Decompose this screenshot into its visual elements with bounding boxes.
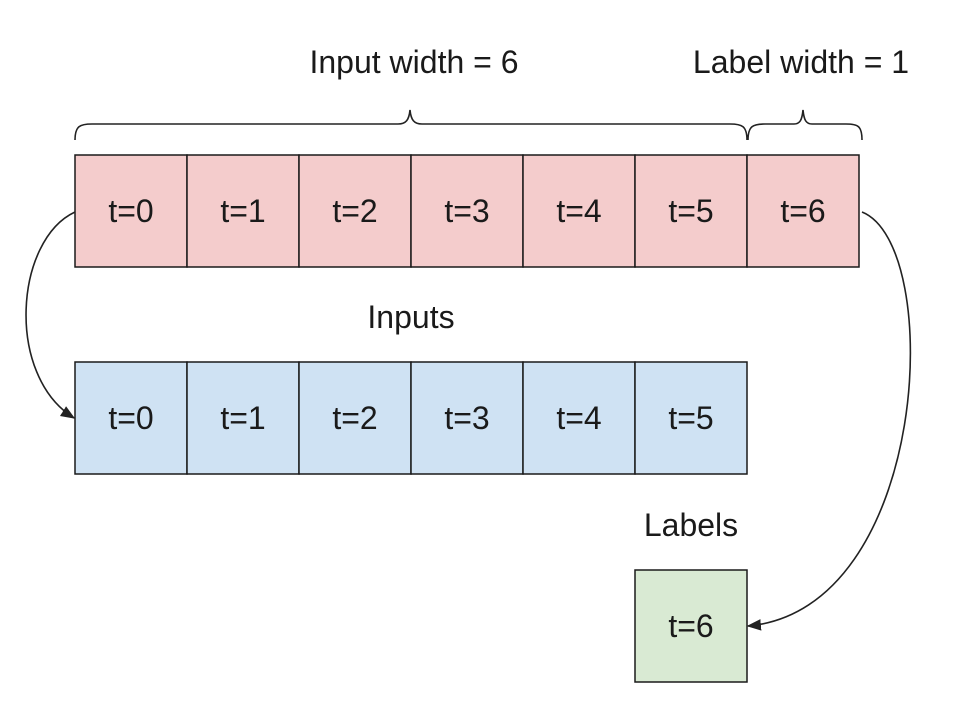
labels-label: Labels: [644, 507, 738, 543]
full-window-row: t=0 t=1 t=2 t=3 t=4 t=5 t=6: [74, 154, 860, 268]
input-cell-text-2: t=2: [332, 400, 377, 436]
input-cell-text-3: t=3: [444, 400, 489, 436]
input-cell-1: [186, 361, 300, 475]
window-cell-4: [522, 154, 636, 268]
window-cell-text-0: t=0: [108, 193, 153, 229]
window-cell-5: [634, 154, 748, 268]
input-cell-2: [298, 361, 412, 475]
input-cell-text-1: t=1: [220, 400, 265, 436]
inputs-label: Inputs: [367, 299, 454, 335]
input-cell-text-4: t=4: [556, 400, 601, 436]
window-cell-text-2: t=2: [332, 193, 377, 229]
inputs-row: t=0 t=1 t=2 t=3 t=4 t=5: [74, 361, 748, 475]
window-cell-3: [410, 154, 524, 268]
input-cell-5: [634, 361, 748, 475]
window-cell-text-6: t=6: [780, 193, 825, 229]
window-cell-0: [74, 154, 188, 268]
window-cell-2: [298, 154, 412, 268]
label-width-brace: [747, 109, 863, 141]
labels-arrow: [746, 211, 912, 631]
input-cell-4: [522, 361, 636, 475]
window-cell-1: [186, 154, 300, 268]
input-width-brace: [74, 109, 748, 141]
labels-row: t=6: [634, 569, 748, 683]
input-cell-text-5: t=5: [668, 400, 713, 436]
label-cell-text-0: t=6: [668, 608, 713, 644]
inputs-arrow: [25, 211, 76, 419]
label-width-label: Label width = 1: [693, 44, 909, 80]
window-cell-6: [746, 154, 860, 268]
input-cell-text-0: t=0: [108, 400, 153, 436]
window-cell-text-1: t=1: [220, 193, 265, 229]
window-cell-text-3: t=3: [444, 193, 489, 229]
window-cell-text-5: t=5: [668, 193, 713, 229]
label-cell-0: [634, 569, 748, 683]
window-cell-text-4: t=4: [556, 193, 601, 229]
input-width-label: Input width = 6: [309, 44, 518, 80]
